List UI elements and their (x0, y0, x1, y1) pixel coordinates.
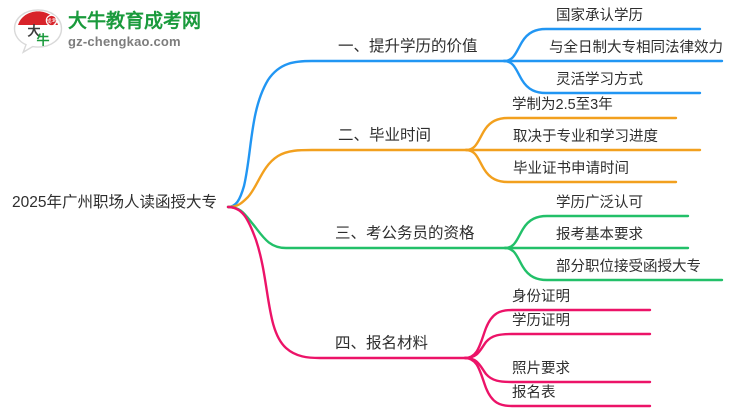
leaf-topic-1-2[interactable]: 与全日制大专相同法律效力 (549, 40, 723, 56)
leaf-topic-4-1[interactable]: 身份证明 (512, 289, 570, 305)
leaf-topic-4-4[interactable]: 报名表 (512, 385, 556, 401)
svg-text:牛: 牛 (37, 33, 50, 48)
branch-topic-1[interactable]: 一、提升学历的价值 (338, 38, 478, 55)
root-topic[interactable]: 2025年广州职场人读函授大专 (12, 194, 217, 211)
daniu-speech-bubble-logo-icon: 成考 大 牛 (12, 8, 64, 54)
leaf-topic-2-2[interactable]: 取决于专业和学习进度 (513, 129, 658, 145)
connector-root-to-branch-2 (226, 148, 468, 209)
svg-text:成考: 成考 (46, 17, 57, 25)
svg-text:大: 大 (28, 24, 41, 39)
logo-text-block: 大牛教育成考网 gz-chengkao.com (68, 10, 202, 50)
leaf-topic-4-2[interactable]: 学历证明 (512, 313, 570, 329)
leaf-topic-1-1[interactable]: 国家承认学历 (556, 8, 643, 24)
branch-topic-4[interactable]: 四、报名材料 (335, 335, 429, 352)
logo-domain: gz-chengkao.com (68, 34, 181, 49)
leaf-topic-3-3[interactable]: 部分职位接受函授大专 (556, 259, 701, 275)
leaf-topic-2-1[interactable]: 学制为2.5至3年 (512, 97, 613, 113)
connector-branch-4-child-2 (463, 332, 652, 360)
logo-title: 大牛教育成考网 (68, 11, 202, 32)
leaf-topic-4-3[interactable]: 照片要求 (512, 361, 570, 377)
leaf-topic-1-3[interactable]: 灵活学习方式 (556, 72, 643, 88)
leaf-topic-3-2[interactable]: 报考基本要求 (556, 227, 643, 243)
branch-topic-3[interactable]: 三、考公务员的资格 (335, 225, 475, 242)
leaf-topic-2-3[interactable]: 毕业证书申请时间 (513, 161, 629, 177)
site-logo[interactable]: 成考 大 牛 大牛教育成考网 gz-chengkao.com (12, 8, 202, 56)
branch-topic-2[interactable]: 二、毕业时间 (338, 127, 432, 144)
leaf-topic-3-1[interactable]: 学历广泛认可 (556, 195, 643, 211)
